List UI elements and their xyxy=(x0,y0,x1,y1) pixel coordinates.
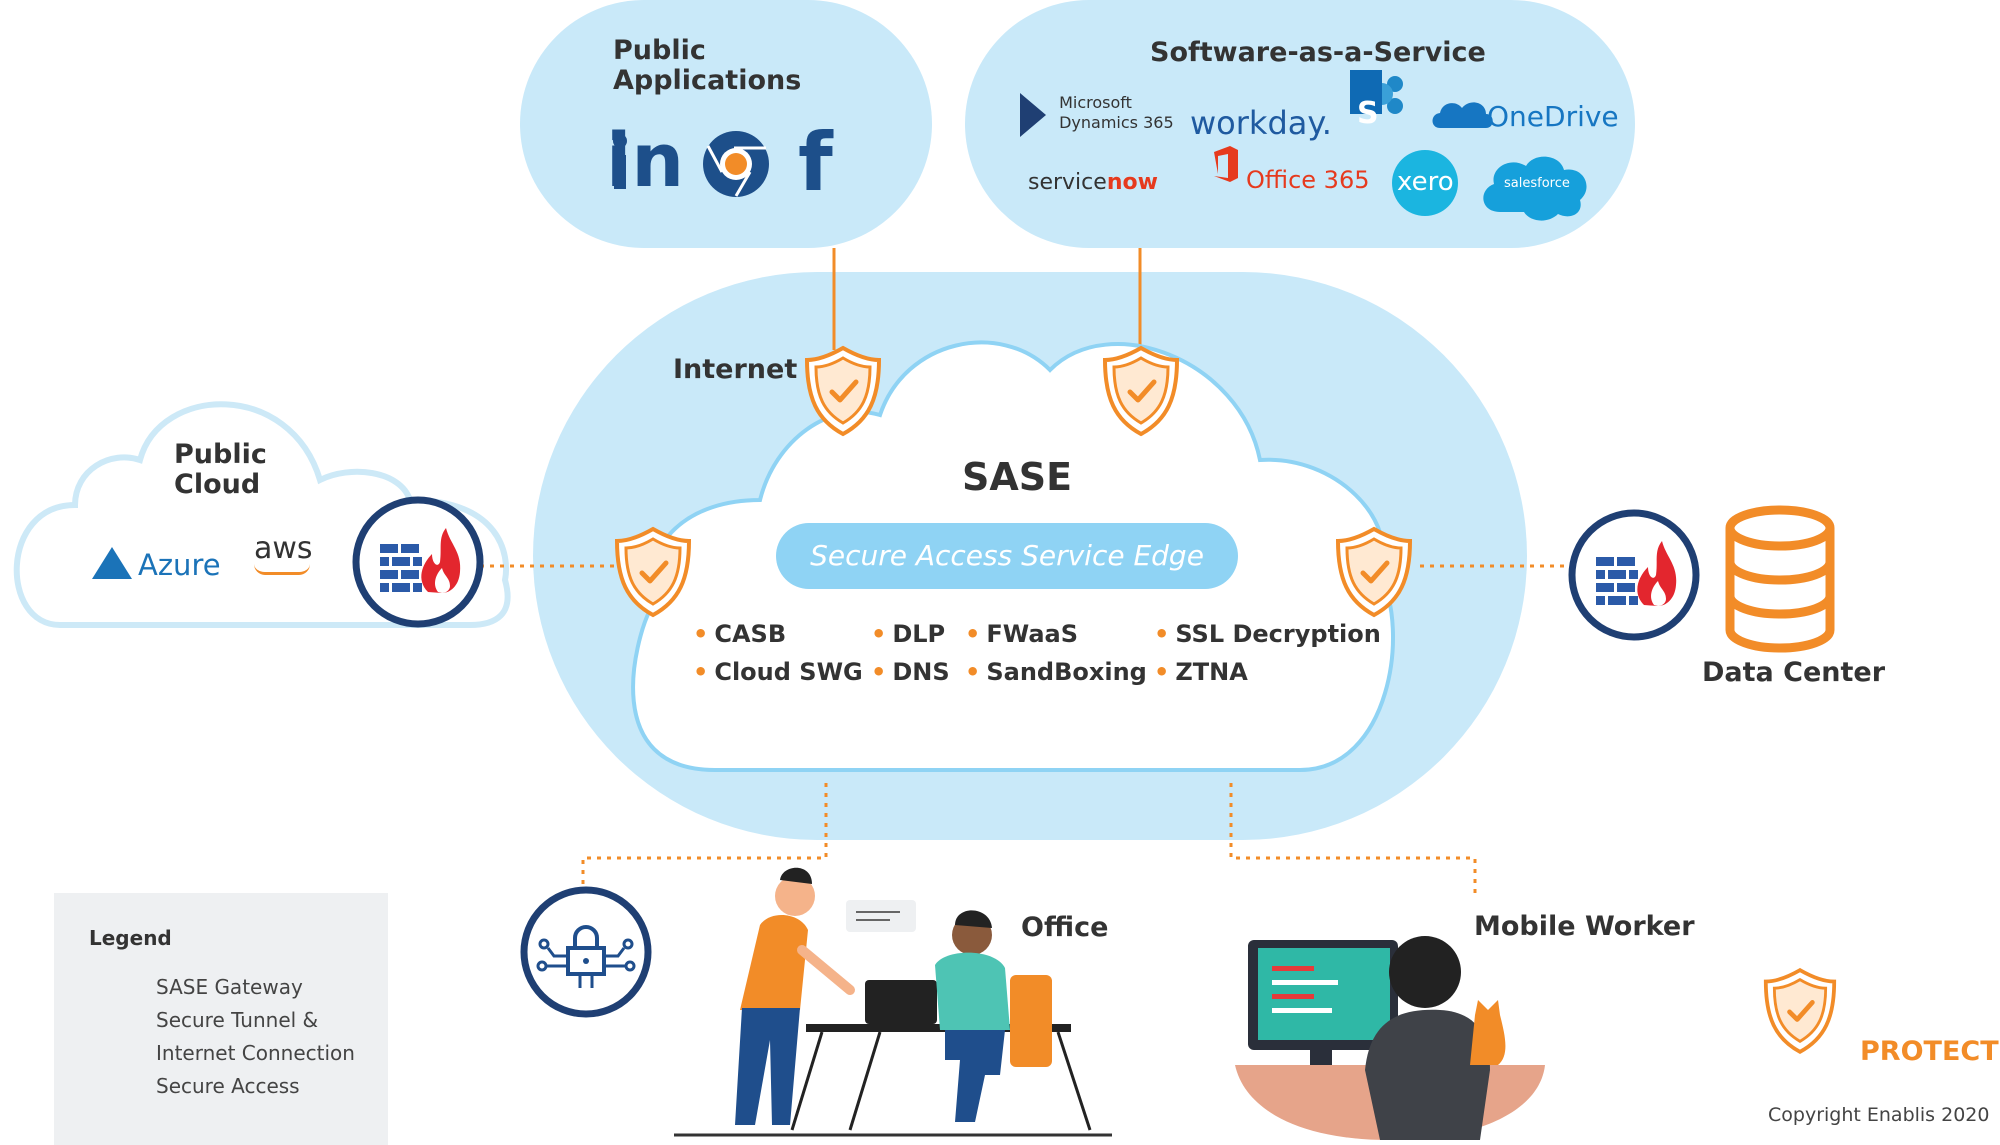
legend: Legend SASE Gateway Secure Tunnel & Inte… xyxy=(54,893,388,1145)
service-item: •CASB xyxy=(693,620,787,648)
mobile-worker-illustration xyxy=(1235,936,1545,1140)
office-illustration xyxy=(674,867,1112,1137)
azure-logo: Azure xyxy=(92,547,221,582)
legend-tunnel-label: Secure Tunnel & xyxy=(156,1008,319,1032)
firewall-icon xyxy=(356,500,480,624)
database-icon xyxy=(1725,505,1835,653)
office365-logo: Office 365 xyxy=(1246,166,1370,194)
linkedin-icon xyxy=(613,134,627,189)
sase-subtitle: Secure Access Service Edge xyxy=(776,523,1238,589)
xero-icon xyxy=(1392,150,1458,216)
salesforce-logo: salesforce xyxy=(1504,176,1570,191)
internet-label: Internet xyxy=(673,354,798,385)
legend-title: Legend xyxy=(89,926,172,950)
facebook-logo: f xyxy=(798,116,833,209)
service-item: •ZTNA xyxy=(1154,658,1248,686)
legend-access-label: Secure Access xyxy=(156,1074,300,1098)
protect-brand: PROTECT xyxy=(1860,1036,1999,1067)
protect-logo-icon xyxy=(1766,970,1834,1052)
xero-logo: xero xyxy=(1397,167,1454,197)
service-item: •SSL Decryption xyxy=(1154,620,1381,648)
data-center-label: Data Center xyxy=(1702,657,1886,688)
mobile-worker-label: Mobile Worker xyxy=(1474,911,1695,942)
sharepoint-letter: S xyxy=(1357,96,1379,131)
service-item: •SandBoxing xyxy=(965,658,1147,686)
onedrive-icon xyxy=(1432,102,1493,128)
chrome-icon xyxy=(703,131,769,197)
firewall-icon xyxy=(1572,513,1696,637)
sase-title: SASE xyxy=(962,455,1073,499)
saas-cloud xyxy=(965,0,1635,248)
workday-logo: workday. xyxy=(1190,104,1332,142)
salesforce-icon xyxy=(1483,156,1587,221)
sharepoint-icon xyxy=(1350,70,1403,114)
saas-label: Software-as-a-Service xyxy=(1150,37,1486,68)
secure-lock-icon xyxy=(520,886,652,1018)
legend-tunnel-label-2: Internet Connection xyxy=(156,1041,355,1065)
office-label: Office xyxy=(1021,912,1109,943)
office365-icon xyxy=(1214,146,1238,182)
service-item: •Cloud SWG xyxy=(693,658,863,686)
public-cloud-label: Public Cloud xyxy=(174,439,267,500)
aws-logo: aws xyxy=(254,534,313,575)
copyright: Copyright Enablis 2020 xyxy=(1768,1104,1990,1126)
legend-gateway-label: SASE Gateway xyxy=(156,975,303,999)
service-item: •FWaaS xyxy=(965,620,1079,648)
service-item: •DNS xyxy=(871,658,950,686)
service-item: •DLP xyxy=(871,620,946,648)
onedrive-logo: OneDrive xyxy=(1487,100,1619,133)
public-apps-label: Public Applications xyxy=(613,35,802,96)
servicenow-logo: servicenow xyxy=(1028,170,1158,195)
